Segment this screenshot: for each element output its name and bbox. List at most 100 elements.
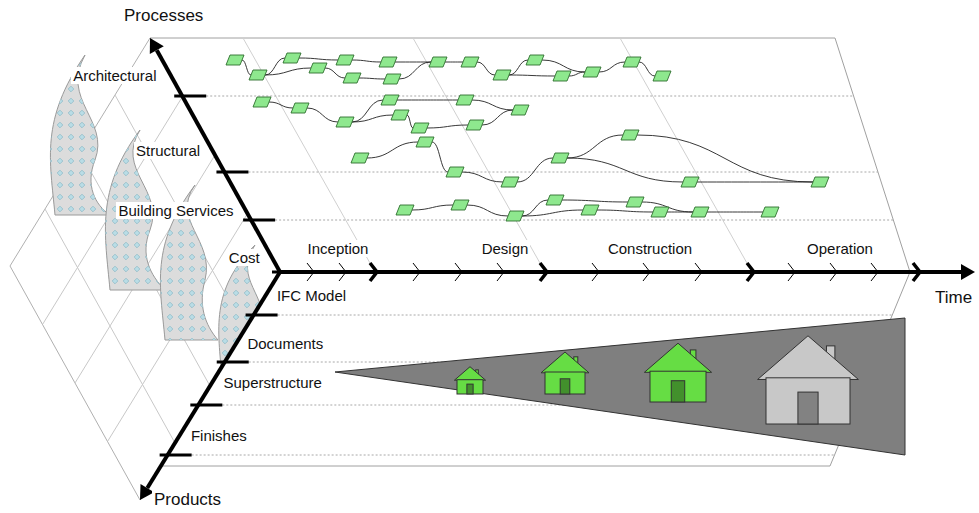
process-diamond	[526, 55, 544, 65]
process-link	[667, 212, 693, 213]
process-diamond	[309, 63, 327, 73]
axes	[140, 38, 975, 500]
time-chevron	[643, 263, 650, 281]
lane-divider	[224, 172, 878, 173]
discipline-label: Architectural	[71, 67, 158, 84]
time-chevron	[913, 263, 920, 281]
process-diamond	[451, 200, 469, 210]
process-link	[367, 142, 418, 158]
process-diamond	[391, 110, 409, 120]
discipline-label: Structural	[134, 142, 202, 159]
process-diamond	[626, 197, 644, 207]
axis-tick	[217, 361, 249, 364]
process-diamond	[623, 57, 641, 67]
time-chevron	[339, 263, 346, 281]
house-icon	[758, 336, 859, 424]
process-diamond	[253, 97, 271, 107]
time-chevron	[497, 263, 504, 281]
process-diamond	[681, 177, 699, 187]
process-diamond	[461, 57, 479, 67]
time-chevron	[871, 263, 878, 281]
process-link	[522, 200, 548, 216]
process-diamond	[283, 53, 301, 63]
time-chevron	[830, 263, 837, 281]
process-diamond	[429, 57, 447, 67]
process-link	[462, 172, 503, 182]
planes	[10, 38, 910, 500]
process-link	[399, 62, 431, 79]
house-icon	[644, 343, 711, 402]
process-diamond	[621, 130, 639, 140]
lane-divider	[254, 315, 893, 316]
phase-label: Construction	[606, 240, 694, 257]
process-link	[407, 115, 413, 128]
process-link	[427, 125, 468, 128]
axis-tick	[243, 219, 275, 222]
process-link	[707, 212, 763, 213]
process-link	[467, 205, 508, 216]
process-diamond	[411, 123, 429, 133]
process-link	[325, 68, 345, 78]
process-link	[477, 62, 495, 75]
process-diamond	[343, 73, 361, 83]
process-diamond	[336, 117, 354, 127]
process-diamond	[466, 120, 484, 130]
axis-title: Time	[933, 289, 974, 306]
process-diamond	[336, 55, 354, 65]
lane-divider	[251, 220, 893, 221]
process-link	[697, 182, 813, 183]
axis-tick	[216, 171, 248, 174]
axis-line	[280, 270, 961, 274]
house-icon	[454, 367, 485, 394]
process-diamond	[446, 167, 464, 177]
process-diamond	[551, 153, 569, 163]
time-chevron	[540, 263, 547, 281]
product-label: Documents	[245, 335, 325, 352]
product-label: IFC Model	[275, 287, 348, 304]
process-link	[509, 60, 528, 75]
process-link	[562, 200, 628, 202]
process-link	[509, 75, 555, 76]
lane-divider	[182, 96, 853, 97]
process-diamond	[546, 195, 564, 205]
axis-arrowhead	[150, 38, 164, 54]
time-chevron	[592, 263, 599, 281]
process-diamond	[691, 207, 709, 217]
process-diamond	[396, 205, 414, 215]
process-link	[445, 62, 463, 63]
product-label: Superstructure	[221, 374, 323, 391]
discipline-label: Building Services	[116, 202, 235, 219]
process-link	[352, 100, 383, 122]
process-diamond	[291, 103, 309, 113]
process-link	[307, 108, 338, 122]
time-chevron	[455, 263, 462, 281]
axis-tick	[246, 314, 278, 317]
process-diamond	[249, 70, 267, 80]
process-diamond	[493, 70, 511, 80]
phase-line	[413, 38, 545, 272]
axis-tick	[272, 271, 304, 274]
process-link	[359, 78, 385, 79]
axis-tick	[160, 454, 192, 457]
process-diamond	[383, 74, 401, 84]
process-diamond	[226, 55, 244, 65]
process-link	[472, 100, 513, 110]
process-link	[242, 60, 251, 75]
process-diamond	[511, 105, 529, 115]
time-chevron	[413, 263, 420, 281]
process-diamond	[653, 71, 671, 81]
process-link	[265, 58, 285, 75]
phase-label: Operation	[805, 240, 875, 257]
process-diamond	[651, 207, 669, 217]
process-diamond	[553, 71, 571, 81]
time-chevron	[695, 263, 702, 281]
phase-line	[620, 38, 752, 272]
process-diamond	[583, 67, 601, 77]
process-link	[352, 60, 381, 62]
process-diamond	[581, 205, 599, 215]
process-link	[412, 205, 453, 210]
process-diamond	[381, 95, 399, 105]
time-chevron	[788, 263, 795, 281]
process-diamond	[501, 177, 519, 187]
growth-wedge	[335, 318, 905, 455]
